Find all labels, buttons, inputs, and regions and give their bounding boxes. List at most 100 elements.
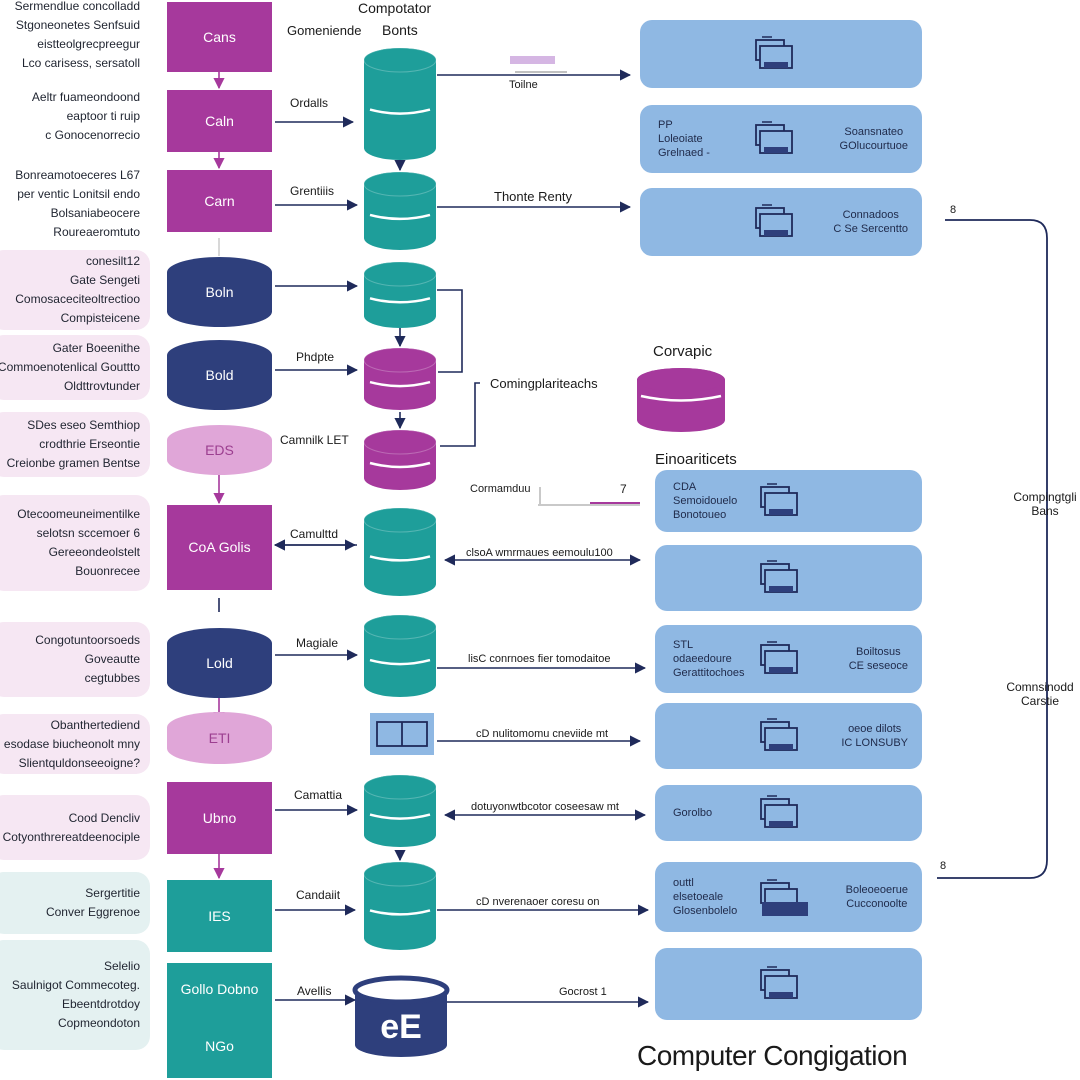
note-line: Comosaceciteoltrectioo [15, 292, 140, 306]
note-line: c Gonocenorrecio [45, 127, 140, 142]
center-cylinders: eE [352, 47, 725, 1057]
database-cylinder [363, 261, 437, 328]
service-text-line: PP [658, 119, 673, 131]
note-line: Congotuntoorsoeds [35, 633, 140, 647]
component-node: Carn [167, 170, 272, 232]
side-cylinder-label: Corvapic [653, 343, 713, 360]
database-cylinder [363, 614, 437, 697]
service-text-line: Glosenbolelo [673, 905, 738, 917]
header-mid-line2: Bonts [382, 22, 418, 38]
edge-label: Magiale [296, 636, 339, 650]
computer-icon [760, 641, 798, 674]
service-text-line: Soansnateo [844, 126, 904, 138]
service-text-line: Boiltosus [856, 646, 901, 658]
component-node: Ubno [167, 782, 272, 854]
component-node: ETI [167, 712, 272, 764]
service-text-line: Grelnaed - [658, 147, 710, 159]
service-text-line: Gorolbo [673, 807, 713, 819]
component-node: Gollo Dobno [167, 963, 272, 1015]
component-node: NGo [167, 1015, 272, 1078]
note-line: Roureaeromtuto [53, 225, 140, 239]
diagram-title: Computer Congigation [637, 1040, 908, 1071]
database-cylinder [363, 347, 437, 410]
note-line: Copmeondoton [57, 1016, 140, 1030]
note-line: esodase biucheonolt mny [3, 736, 140, 751]
note-line: Otecoomeuneimentilke [17, 507, 140, 521]
computer-icon [755, 204, 793, 237]
note-line: Lco carisess, sersatoll [21, 56, 140, 70]
flow-label: dotuyonwtbcotor coseesaw mt [471, 801, 619, 813]
note-line: Stgoneonetes Senfsuid [15, 18, 140, 32]
database-cylinder [363, 429, 437, 490]
database-cylinder [363, 861, 437, 950]
service-box-left-text: Gorolbo [673, 806, 712, 820]
note-line: Gater Boeenithe [52, 341, 140, 355]
note-line: Bouonrecee [75, 564, 140, 578]
flow-label: clsoA wmrmaues eemoulu100 [466, 547, 613, 559]
note-line: eaptoor ti ruip [66, 108, 140, 123]
computer-icon [760, 795, 798, 828]
note-line: Saulnigot Commecoteg. [11, 978, 140, 992]
component-node: Bold [167, 340, 272, 410]
side-cylinder [637, 368, 725, 432]
service-text-line: CDA [673, 481, 697, 493]
computer-icon [760, 483, 798, 516]
edge-label: Phdpte [296, 350, 335, 364]
note-line: Goveautte [84, 652, 140, 666]
edge-label: Camulttd [290, 527, 339, 541]
service-text-line: oeoe dilots [848, 723, 902, 735]
edge-label: Camattia [294, 788, 343, 802]
note-line: Cood Dencliv [68, 810, 140, 825]
computer-icon [760, 966, 798, 999]
note-line: crodthrie Erseontie [39, 437, 140, 451]
edge-label: Grentiiis [290, 184, 335, 198]
note-line: SDes eseo Semthiop [27, 418, 140, 432]
service-text-line: Boleoeoerue [845, 884, 908, 896]
note-line: Conver Eggrenoe [45, 905, 140, 919]
connector-line [437, 289, 463, 373]
edge-label: Avellis [297, 984, 332, 998]
service-text-line: STL [673, 639, 694, 651]
service-text-line: Bonotoueo [673, 509, 727, 521]
service-text-line: Loleoiate [658, 133, 703, 145]
computer-icon [760, 560, 798, 593]
flow-label: cD nulitomomu cneviide mt [476, 728, 609, 740]
component-node: Caln [167, 90, 272, 152]
service-text-line: elsetoeale [673, 891, 724, 903]
component-node: EDS [167, 425, 272, 475]
database-cylinder [363, 774, 437, 847]
connector-line [937, 219, 1048, 879]
note-line: Bolsaniabeocere [50, 206, 140, 220]
status-bar [762, 902, 808, 916]
component-node: CoA Golis [167, 505, 272, 590]
flow-label: Gocrost 1 [559, 986, 607, 998]
component-node: Cans [167, 2, 272, 72]
note-line: Compisteicene [60, 311, 140, 325]
bracket-mark-bottom: 8 [940, 860, 947, 872]
note-line: Gereeondeolstelt [48, 545, 140, 559]
note-line: Commoenotenlical Gouttto [0, 360, 140, 374]
note-line: Selelio [103, 959, 140, 973]
service-box [655, 545, 922, 611]
service-text-line: C Se Sercentto [833, 223, 908, 235]
note-line: Sergertitie [85, 886, 140, 900]
